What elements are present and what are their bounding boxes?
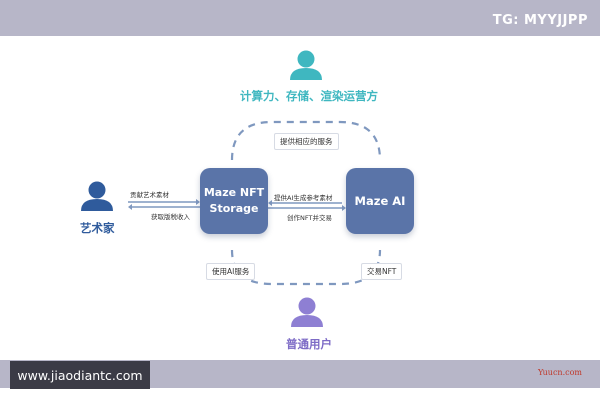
person-icon (291, 297, 323, 327)
ai-ref-label: 提供AI生成参考素材 (274, 194, 333, 202)
person-icon (290, 50, 322, 80)
arrowhead-storage-to-ai (342, 205, 346, 211)
tg-watermark: TG: MYYJJPP (492, 13, 588, 28)
corner-watermark: Yuucn.com (538, 368, 582, 377)
storage-title-line1: Maze NFT (203, 186, 265, 199)
create-nft-label: 创作NFT并交易 (287, 214, 332, 222)
trade-nft-label: 交易NFT (361, 263, 403, 280)
contribute-label: 贡献艺术素材 (130, 191, 169, 199)
arrowhead-artist-to-storage (196, 199, 200, 205)
arrowhead-ai-to-storage (268, 200, 272, 206)
earn-label: 获取版税收入 (151, 213, 190, 221)
use-ai-label: 使用AI服务 (206, 263, 256, 280)
person-icon (81, 181, 113, 211)
storage-title-line2: Storage (209, 202, 259, 215)
user-role-label: 普通用户 (286, 337, 332, 351)
top-band (0, 0, 600, 10)
title-band (0, 10, 600, 36)
maze-ai-node: Maze AI (346, 168, 414, 234)
arrowhead-storage-to-artist (128, 204, 132, 210)
site-watermark: www.jiaodiantc.com (10, 361, 150, 389)
provide-service-label: 提供相应的服务 (274, 133, 339, 150)
dashed-loop-top (230, 120, 382, 161)
maze-nft-storage-node: Maze NFT Storage (200, 168, 268, 234)
artist-role-label: 艺术家 (80, 221, 115, 235)
provider-role-label: 计算力、存储、渲染运营方 (240, 89, 378, 103)
